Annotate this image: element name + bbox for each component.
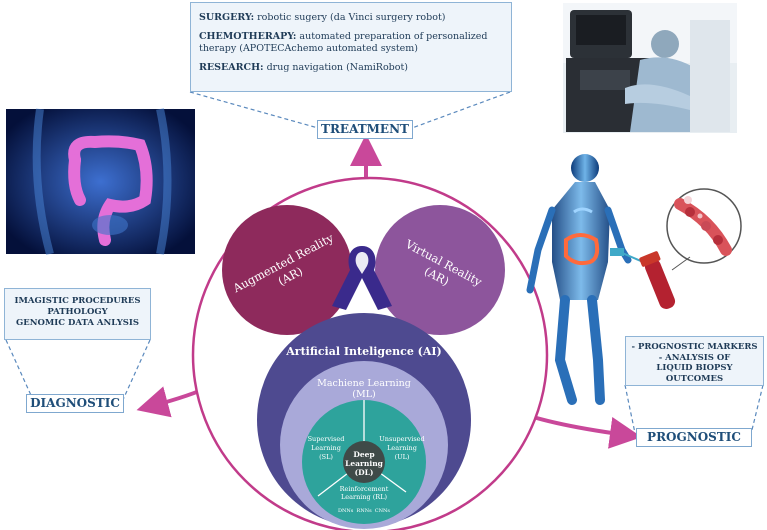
svg-text:Learning: Learning xyxy=(345,459,384,468)
diagnostic-label: DIAGNOSTIC xyxy=(26,394,124,413)
ml-title: Machiene Learning xyxy=(317,378,411,389)
svg-text:Learning: Learning xyxy=(387,444,417,452)
prognostic-line-1: - PROGNOSTIC MARKERS xyxy=(631,342,758,352)
prognostic-line-3: LIQUID BIOPSY xyxy=(656,363,733,373)
blood-tube-icon xyxy=(610,248,691,309)
treatment-callout-lines xyxy=(189,91,511,129)
svg-text:(DL): (DL) xyxy=(355,468,374,477)
ul-label: Unsupervised Learning (UL) xyxy=(379,435,424,461)
vr-circle xyxy=(375,205,505,335)
ar-circle xyxy=(222,205,352,335)
svg-text:(SL): (SL) xyxy=(319,453,333,461)
treatment-item-research: RESEARCH: drug navigation (NamiRobot) xyxy=(199,62,408,73)
diagnostic-line-1: IMAGISTIC PROCEDURES xyxy=(14,296,141,306)
svg-text:Reinforcement: Reinforcement xyxy=(340,485,389,493)
body-xray-figure xyxy=(526,154,632,405)
surgery-robot-photo xyxy=(563,3,737,133)
ml-abbr: (ML) xyxy=(352,389,375,400)
svg-text:Learning (RL): Learning (RL) xyxy=(341,493,388,501)
dl-circle xyxy=(343,441,385,483)
treatment-label: TREATMENT xyxy=(317,120,413,139)
svg-text:Learning: Learning xyxy=(311,444,341,452)
treatment-box: SURGERY: robotic sugery (da Vinci surger… xyxy=(190,2,512,92)
prognostic-line-2: - ANALYSIS OF xyxy=(658,352,731,363)
nets-label: DNNs RNNs CNNs xyxy=(338,508,390,514)
rl-label: Reinforcement Learning (RL) xyxy=(340,485,389,501)
treatment-item-surgery: SURGERY: robotic sugery (da Vinci surger… xyxy=(199,12,446,23)
prognostic-line-4: OUTCOMES xyxy=(665,373,724,384)
blood-cell-circle xyxy=(666,188,742,264)
sl-label: Supervised Learning (SL) xyxy=(308,435,345,461)
colon-xray-image xyxy=(6,108,195,256)
diagnostic-line-3: GENOMIC DATA ANLYSIS xyxy=(15,318,140,328)
svg-text:Deep: Deep xyxy=(353,450,374,459)
svg-text:Supervised: Supervised xyxy=(308,435,345,443)
svg-text:(UL): (UL) xyxy=(395,453,410,461)
awareness-ribbon-icon xyxy=(332,246,392,310)
treatment-item-chemotherapy: CHEMOTHERAPY: automated preparation of p… xyxy=(199,31,488,54)
prognostic-label: PROGNOSTIC xyxy=(636,428,752,447)
diagnostic-box: IMAGISTIC PROCEDURES PATHOLOGY GENOMIC D… xyxy=(4,288,151,340)
dl-label: Deep Learning (DL) xyxy=(345,450,384,477)
svg-text:Unsupervised: Unsupervised xyxy=(379,435,424,443)
ai-label: Artificial Inteligence (AI) xyxy=(285,345,441,358)
prognostic-box: - PROGNOSTIC MARKERS - ANALYSIS OF LIQUI… xyxy=(625,336,764,386)
diagnostic-line-2: PATHOLOGY xyxy=(47,307,108,317)
diagnostic-callout-lines xyxy=(5,339,151,403)
